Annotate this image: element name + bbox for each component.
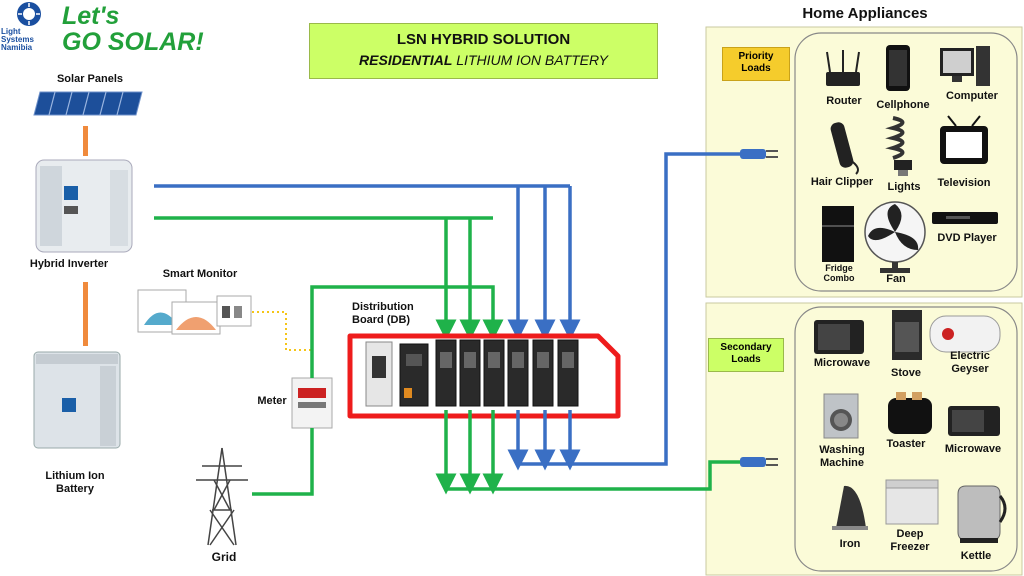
iron-icon <box>832 485 868 530</box>
logo-line-2: GO SOLAR! <box>62 28 204 56</box>
stove-label: Stove <box>891 367 921 379</box>
washing-machine-label-2: Machine <box>819 456 864 469</box>
lithium-battery-label-2: Battery <box>56 482 94 495</box>
kettle-label: Kettle <box>960 550 992 562</box>
fridge-combo-label-2: Combo <box>823 273 855 284</box>
logo-sun-icon <box>17 2 41 26</box>
logo-line-1: Let's <box>62 2 120 30</box>
secondary-loads-tag-2: Loads <box>731 354 761 365</box>
computer-label: Computer <box>946 90 998 102</box>
microwave-1-icon <box>814 320 864 354</box>
smart-monitor-icon <box>137 289 252 335</box>
logo-org-name: Light Systems Namibia <box>1 28 34 52</box>
monitor-meter-link <box>252 311 313 378</box>
washing-machine-label-1: Washing <box>819 444 865 456</box>
priority-loads-tag: Priority Loads <box>722 47 790 81</box>
smart-monitor-label: Smart Monitor <box>162 268 238 280</box>
logo-org-line-3: Namibia <box>1 43 33 52</box>
deep-freezer-icon <box>885 479 939 525</box>
electric-geyser-label-1: Electric <box>950 350 990 362</box>
cellphone-icon <box>886 45 910 91</box>
priority-loads-tag-1: Priority <box>738 51 774 62</box>
panel-inverter-link <box>83 126 88 156</box>
breakers-icon <box>365 339 579 407</box>
router-icon <box>826 50 860 86</box>
secondary-feed-line <box>446 460 740 491</box>
secondary-plug-icon <box>740 457 778 467</box>
title-line-2: RESIDENTIAL LITHIUM ION BATTERY <box>310 52 657 68</box>
lights-icon <box>885 116 912 176</box>
distribution-board-label: Distribution Board (DB) <box>352 301 428 326</box>
logo-slogan: Let's GO SOLAR! <box>62 3 204 55</box>
logo-org-line-1: Light <box>1 27 21 36</box>
distribution-board-label-2: Board (DB) <box>352 313 411 326</box>
toaster-icon <box>888 392 932 434</box>
inverter-battery-link <box>83 282 88 346</box>
microwave-2-label: Microwave <box>944 443 1002 455</box>
grid-meter-line <box>252 428 314 496</box>
washing-machine-icon <box>823 393 859 439</box>
deep-freezer-label-1: Deep <box>896 528 924 540</box>
distribution-board-label-1: Distribution <box>352 301 414 313</box>
hair-clipper-label: Hair Clipper <box>810 176 874 188</box>
grid-tower-icon <box>196 447 248 546</box>
iron-label: Iron <box>839 538 861 550</box>
title-line-2-bold: RESIDENTIAL <box>359 52 453 68</box>
fan-icon <box>864 201 926 273</box>
electric-geyser-icon <box>929 315 1001 353</box>
title-line-2-rest: LITHIUM ION BATTERY <box>452 52 608 68</box>
priority-feed-line <box>518 152 740 466</box>
title-box: LSN HYBRID SOLUTION RESIDENTIAL LITHIUM … <box>309 23 658 79</box>
meter-icon <box>291 377 333 429</box>
dvd-player-icon <box>932 212 998 224</box>
lights-label: Lights <box>887 181 921 193</box>
grid-label: Grid <box>211 550 237 564</box>
hair-clipper-icon <box>830 122 859 175</box>
router-label: Router <box>826 95 862 107</box>
home-appliances-title: Home Appliances <box>802 5 928 22</box>
meter-label: Meter <box>257 395 287 407</box>
microwave-1-label: Microwave <box>813 357 871 369</box>
television-icon <box>940 115 988 164</box>
deep-freezer-label: Deep Freezer <box>880 528 940 553</box>
fridge-icon <box>822 206 854 262</box>
priority-plug-icon <box>740 149 778 159</box>
kettle-icon <box>957 485 1007 543</box>
solar-panel-icon <box>33 91 143 116</box>
meter-db-line <box>310 285 504 378</box>
stove-icon <box>892 310 922 360</box>
lithium-battery-label-1: Lithium Ion <box>45 470 105 482</box>
title-line-1: LSN HYBRID SOLUTION <box>396 31 571 48</box>
computer-icon <box>940 46 990 86</box>
microwave-2-icon <box>948 406 1000 436</box>
lithium-battery-label: Lithium Ion Battery <box>30 470 120 495</box>
fan-label: Fan <box>886 273 906 285</box>
priority-loads-tag-2: Loads <box>741 63 771 74</box>
fridge-combo-label-1: Fridge <box>825 263 853 273</box>
electric-geyser-label-2: Geyser <box>951 362 989 375</box>
secondary-loads-tag-1: Secondary <box>720 342 772 353</box>
hybrid-inverter-icon <box>35 159 133 253</box>
television-label: Television <box>937 177 991 189</box>
logo-org-line-2: Systems <box>1 35 34 44</box>
washing-machine-label: Washing Machine <box>810 444 874 469</box>
solar-panels-label: Solar Panels <box>56 73 124 85</box>
dvd-player-label: DVD Player <box>937 232 997 244</box>
secondary-loads-tag: Secondary Loads <box>708 338 784 372</box>
deep-freezer-label-2: Freezer <box>890 540 930 553</box>
cellphone-label: Cellphone <box>876 99 930 111</box>
electric-geyser-label: Electric Geyser <box>934 350 1006 375</box>
toaster-label: Toaster <box>886 438 926 450</box>
hybrid-inverter-label: Hybrid Inverter <box>29 258 109 270</box>
fridge-combo-label: Fridge Combo <box>812 263 866 284</box>
lithium-battery-icon <box>33 351 121 449</box>
